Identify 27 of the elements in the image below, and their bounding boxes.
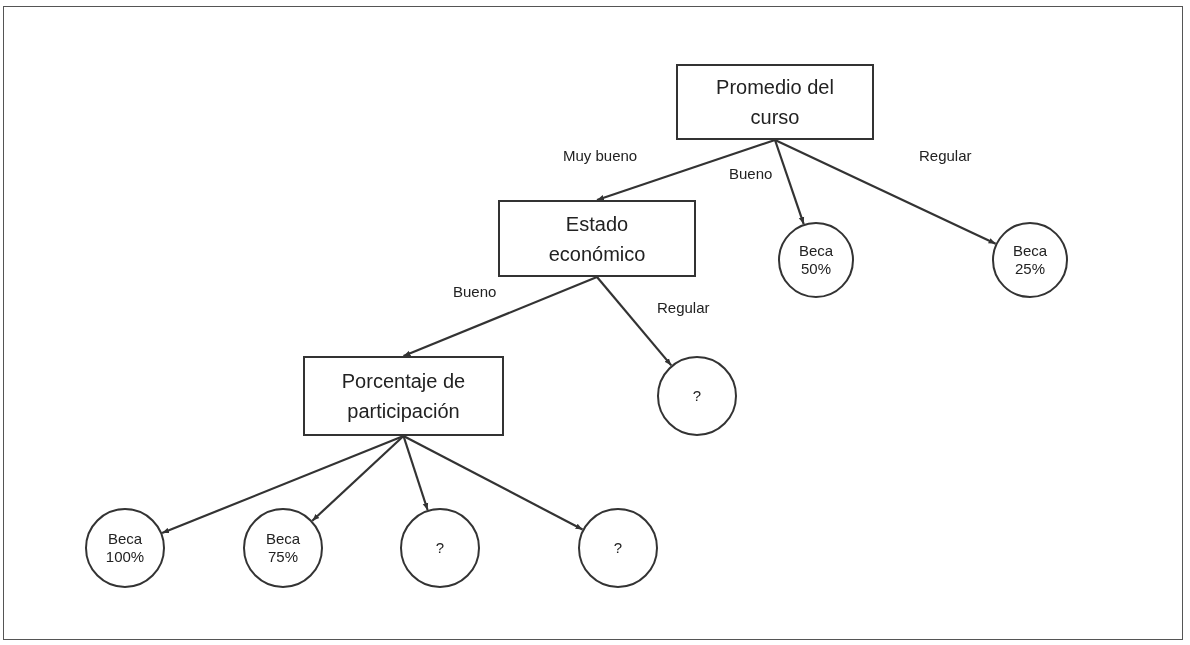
outcome-text: ? [434,539,446,557]
outcome-text: Beca 25% [1011,242,1049,278]
box-title: Estado económico [547,211,647,267]
arrow [311,435,405,522]
edge-label: Regular [918,148,973,163]
edge-label: Muy bueno [562,148,639,163]
arrow [773,139,805,225]
arrow [403,435,584,531]
outcome-text: Beca 75% [264,530,302,566]
outcome-text: ? [691,387,703,405]
decision-box [303,356,504,436]
arrow [596,276,673,367]
arrow [402,435,429,511]
arrow [403,276,598,357]
arrow [774,139,997,245]
outcome-text: Beca 100% [104,530,146,566]
outcome-text: Beca 50% [797,242,835,278]
decision-box [676,64,874,140]
edge-label: Regular [656,300,711,315]
decision-box [498,200,696,277]
outcome-text: ? [612,539,624,557]
box-title: Porcentaje de participación [340,369,467,424]
box-title: Promedio del curso [715,75,835,130]
edge-label: Bueno [728,166,774,181]
edge-label: Bueno [452,284,498,299]
arrow [161,435,404,535]
arrow [596,138,776,202]
